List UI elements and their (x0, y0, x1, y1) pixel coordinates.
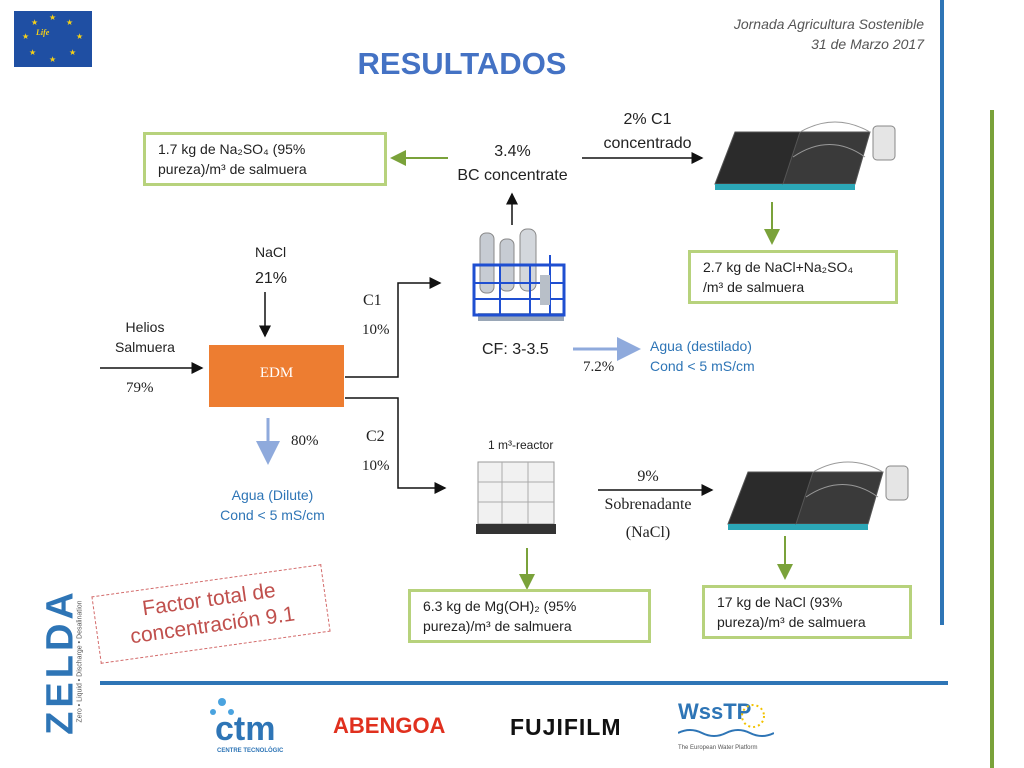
star-icon: ★ (31, 18, 39, 27)
star-icon: ★ (49, 13, 57, 22)
c1-label: C1 (363, 292, 382, 309)
star-icon: ★ (29, 48, 37, 57)
crystallizer-image (714, 121, 896, 190)
ctm-logo: ctm CENTRE TECNOLÒGIC (205, 694, 290, 758)
dilute-water-label: Agua (Dilute) Cond < 5 mS/cm (220, 487, 325, 523)
footer-divider (100, 681, 948, 685)
nacl-na2so4-result-box: 2.7 kg de NaCl+Na₂SO₄ /m³ de salmuera (688, 250, 898, 304)
nacl-percent: 21% (255, 270, 288, 287)
abengoa-logo: ABENGOA (333, 713, 446, 738)
supernatant-label: 9% Sobrenadante (NaCl) (604, 468, 692, 541)
mgoh2-result-box: 6.3 kg de Mg(OH)₂ (95% pureza)/m³ de sal… (408, 589, 651, 643)
reactor-label: 1 m³-reactor (488, 438, 554, 452)
star-icon: ★ (22, 32, 30, 41)
star-icon: ★ (76, 32, 84, 41)
bc-concentrate-label: 3.4% BC concentrate (457, 143, 568, 184)
star-icon: ★ (69, 48, 77, 57)
c2-label: C2 (366, 428, 385, 445)
ctm-dots-icon (210, 698, 234, 715)
c1-percent: 10% (362, 322, 390, 338)
ibc-reactor-image (476, 461, 556, 534)
page-title: RESULTADOS (357, 46, 567, 81)
na2so4-result-box: 1.7 kg de Na₂SO₄ (95% pureza)/m³ de salm… (143, 132, 387, 186)
distillate-water-label: Agua (destilado) Cond < 5 mS/cm (650, 338, 755, 374)
event-info: Jornada Agricultura Sostenible 31 de Mar… (734, 14, 924, 54)
wsstp-logo: WssTP The European Water Platform (676, 695, 776, 757)
c1-concentrate-label: 2% C1 concentrado (603, 111, 692, 152)
star-icon: ★ (49, 55, 57, 64)
event-name: Jornada Agricultura Sostenible (733, 16, 924, 32)
distillate-percent: 7.2% (583, 359, 615, 375)
input-percent: 79% (126, 380, 154, 396)
c2-percent: 10% (362, 458, 390, 474)
event-date: 31 de Marzo 2017 (811, 36, 924, 52)
life-logo-text: Life (36, 28, 50, 37)
crystallizer-image (727, 461, 909, 530)
wave-icon (678, 729, 774, 737)
dilute-percent: 80% (291, 433, 319, 449)
cf-label: CF: 3-3.5 (482, 341, 549, 358)
green-side-bar (990, 110, 994, 768)
eu-stars-icon (741, 704, 765, 728)
input-label: Helios Salmuera (115, 319, 175, 355)
c1-arrow (345, 277, 442, 378)
blue-side-bar (940, 0, 944, 625)
nacl-result-box: 17 kg de NaCl (93% pureza)/m³ de salmuer… (702, 585, 912, 639)
evaporator-image (472, 228, 566, 321)
life-eu-logo: ★ ★ ★ ★ ★ ★ ★ ★ Life (14, 11, 92, 67)
nacl-label: NaCl (255, 244, 287, 260)
fujifilm-logo: FUJIFILM (510, 714, 622, 740)
c2-arrow (345, 397, 447, 494)
star-icon: ★ (66, 18, 74, 27)
edm-box: EDM (209, 345, 344, 407)
zelda-logo: ZELDA Zero • Liquid • Discharge • Desali… (39, 588, 84, 735)
